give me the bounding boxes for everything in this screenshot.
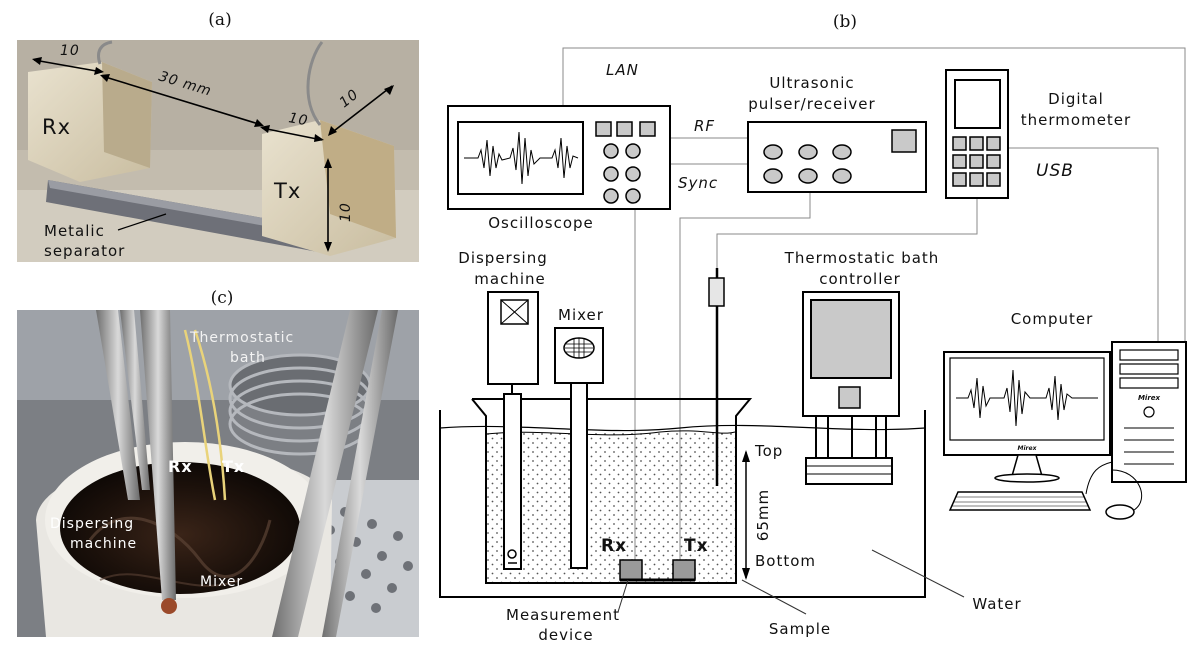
- bath-label-2: bath: [230, 350, 266, 366]
- mixer-label-c: Mixer: [200, 574, 243, 590]
- panel-label-c: (c): [211, 288, 234, 308]
- diagram-b-labels: LAN RF Sync USB Ultrasonic pulser/receiv…: [458, 61, 1160, 644]
- water-tank: [439, 410, 926, 598]
- dim-label-mid: 10: [287, 110, 309, 129]
- tx-label-c: Tx: [222, 457, 245, 476]
- bath-label-1: Thermostatic: [189, 330, 294, 346]
- monitor-waveform: [956, 369, 1098, 427]
- tx-transducer: [672, 559, 696, 581]
- rx-label-c: Rx: [168, 457, 193, 476]
- top-label: Top: [754, 442, 783, 460]
- dim-label-top-left: 10: [60, 43, 80, 59]
- rf-label: RF: [694, 117, 715, 135]
- bottom-label: Bottom: [755, 552, 816, 570]
- sync-label: Sync: [678, 174, 718, 192]
- thermometer-label-2: thermometer: [1021, 111, 1131, 129]
- dim-label-vertical: 10: [338, 202, 354, 222]
- oscilloscope-label: Oscilloscope: [488, 214, 594, 232]
- tx-label-a: Tx: [273, 179, 301, 203]
- lan-cable: [562, 47, 1186, 345]
- mixer-rod: [140, 310, 176, 600]
- disp-label-c-2: machine: [70, 536, 137, 552]
- water-label: Water: [972, 595, 1021, 613]
- panel-label-a: (a): [208, 10, 231, 30]
- mixer-shaft: [570, 382, 588, 569]
- diagram-b: [439, 47, 1187, 615]
- panel-label-b: (b): [833, 12, 857, 32]
- pulser-label-1: Ultrasonic: [769, 74, 854, 92]
- dispersing-rod: [96, 310, 140, 500]
- tower-brand: Mirex: [1138, 394, 1161, 402]
- keyboard: [948, 491, 1092, 511]
- thermometer-label-1: Digital: [1048, 90, 1104, 108]
- mixer-label: Mixer: [558, 306, 604, 324]
- separator-label-2: separator: [44, 242, 125, 260]
- usb-label: USB: [1036, 161, 1074, 181]
- sample-label: Sample: [769, 620, 831, 638]
- lan-label: LAN: [606, 61, 639, 79]
- height-label: 65mm: [754, 489, 772, 541]
- pulser-label-2: pulser/receiver: [748, 95, 875, 113]
- monitor-brand: Mirex: [1018, 445, 1038, 452]
- computer-label: Computer: [1011, 310, 1094, 328]
- dispersing-label-2: machine: [474, 270, 545, 288]
- beaker: [471, 398, 753, 584]
- separator-label-1: Metalic: [44, 222, 105, 240]
- disp-label-c-1: Dispersing: [50, 516, 134, 532]
- rx-label-a: Rx: [42, 115, 71, 139]
- dispersing-label-1: Dispersing: [458, 249, 547, 267]
- sample-fill: [487, 432, 735, 582]
- liquid-sample: [60, 462, 300, 594]
- bath-heater: [805, 457, 893, 485]
- usb-cable: [1008, 147, 1159, 345]
- bath-controller-label-1: Thermostatic bath: [784, 249, 940, 267]
- rx-label-b: Rx: [601, 536, 627, 556]
- bath-controller-label-2: controller: [819, 270, 901, 288]
- measurement-label-2: device: [538, 626, 593, 644]
- computer-tower: [1111, 341, 1187, 483]
- oscilloscope-waveform: [464, 131, 579, 185]
- photo-c: Thermostatic bath Rx Tx Dispersing machi…: [17, 310, 419, 637]
- dispersing-shaft: [503, 393, 522, 570]
- mouse: [1105, 504, 1135, 520]
- rx-transducer: [619, 559, 643, 581]
- measurement-label-1: Measurement: [506, 606, 620, 624]
- photo-a: 10 30 mm 10 10 10 Rx Tx Metalic separato…: [17, 40, 419, 262]
- tx-label-b: Tx: [684, 536, 709, 556]
